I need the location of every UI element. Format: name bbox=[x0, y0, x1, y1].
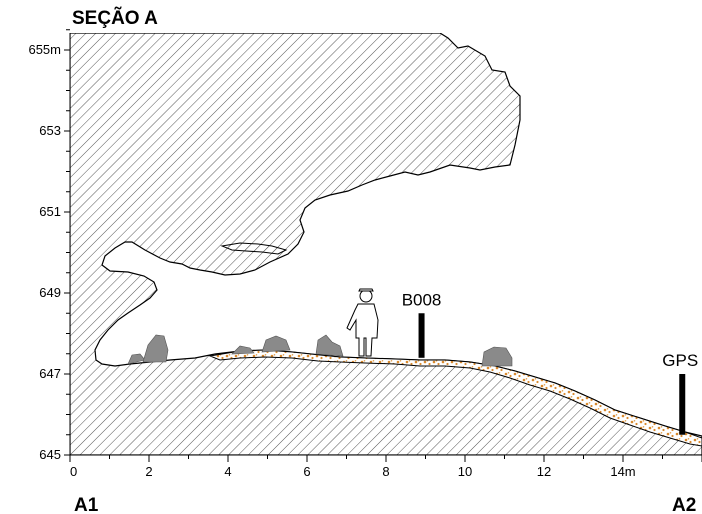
boulder bbox=[261, 335, 291, 353]
x-tick-label: 12 bbox=[537, 464, 551, 479]
b008-marker-label: B008 bbox=[402, 290, 442, 309]
y-tick-label: 653 bbox=[39, 123, 61, 138]
boulder bbox=[231, 345, 255, 355]
gps-marker-post bbox=[679, 374, 686, 435]
y-tick-label: 647 bbox=[39, 366, 61, 381]
section-title: SEÇÃO A bbox=[72, 7, 158, 29]
x-tick-label: 4 bbox=[224, 464, 231, 479]
x-axis-ticks: 0 2 4 6 8 10 12 14m bbox=[69, 455, 702, 479]
gps-marker-label: GPS bbox=[662, 351, 698, 370]
boulder bbox=[127, 353, 146, 365]
start-point-label: A1 bbox=[74, 495, 99, 514]
x-tick-label: 0 bbox=[70, 464, 77, 479]
boulder bbox=[142, 334, 169, 363]
y-axis-ticks: 655m 653 651 649 647 645 bbox=[28, 29, 70, 462]
y-tick-label: 649 bbox=[39, 285, 61, 300]
sediment-layer bbox=[208, 349, 702, 447]
x-tick-label: 6 bbox=[303, 464, 310, 479]
boulder bbox=[481, 346, 513, 367]
rock-mass bbox=[70, 33, 702, 455]
b008-marker-post bbox=[418, 313, 425, 358]
boulder bbox=[315, 334, 344, 357]
x-tick-label: 2 bbox=[145, 464, 152, 479]
y-tick-label: 645 bbox=[39, 447, 61, 462]
rock-lens bbox=[220, 242, 288, 255]
x-tick-label: 8 bbox=[382, 464, 389, 479]
end-point-label: A2 bbox=[672, 495, 696, 514]
y-tick-label: 651 bbox=[39, 204, 61, 219]
x-tick-label: 14m bbox=[610, 464, 635, 479]
person-silhouette-icon bbox=[346, 288, 379, 357]
y-tick-label: 655m bbox=[28, 42, 61, 57]
x-tick-label: 10 bbox=[458, 464, 472, 479]
